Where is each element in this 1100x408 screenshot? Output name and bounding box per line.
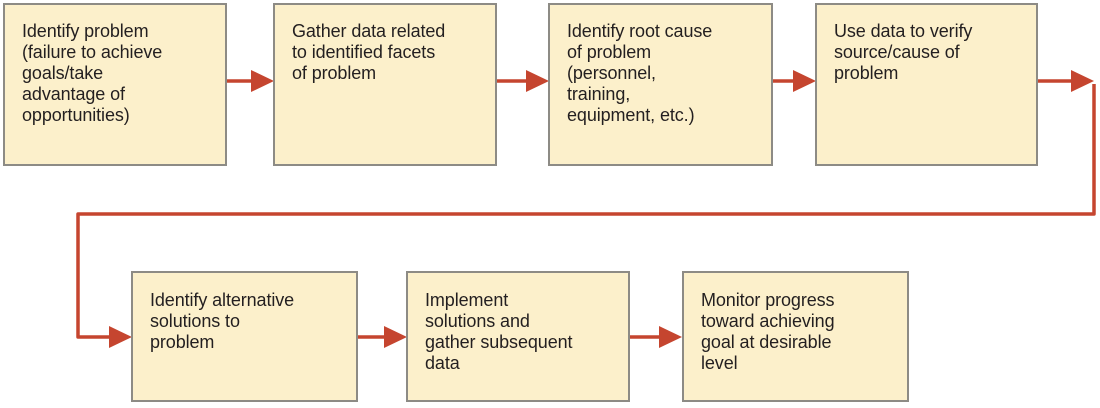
step-label: Gather data related to identified facets… — [292, 21, 446, 83]
step-box-verify-source: Use data to verify source/cause of probl… — [815, 3, 1038, 166]
step-box-implement-solutions: Implement solutions and gather subsequen… — [406, 271, 630, 402]
step-label: Identify problem (failure to achieve goa… — [22, 21, 163, 125]
arrow-step1-step2 — [227, 70, 274, 92]
step-label: Identify root cause of problem (personne… — [567, 21, 713, 125]
arrow-step3-step4 — [773, 70, 816, 92]
step-box-identify-alternatives: Identify alternative solutions to proble… — [131, 271, 358, 402]
step-box-identify-root-cause: Identify root cause of problem (personne… — [548, 3, 773, 166]
step-box-gather-data: Gather data related to identified facets… — [273, 3, 497, 166]
step-label: Use data to verify source/cause of probl… — [834, 21, 973, 83]
step-box-identify-problem: Identify problem (failure to achieve goa… — [3, 3, 227, 166]
step-label: Implement solutions and gather subsequen… — [425, 290, 573, 373]
step-label: Monitor progress toward achieving goal a… — [701, 290, 835, 373]
arrow-step5-step6 — [358, 326, 407, 348]
arrow-step2-step3 — [497, 70, 549, 92]
step-box-monitor-progress: Monitor progress toward achieving goal a… — [682, 271, 909, 402]
step-label: Identify alternative solutions to proble… — [150, 290, 295, 352]
arrow-step6-step7 — [630, 326, 682, 348]
